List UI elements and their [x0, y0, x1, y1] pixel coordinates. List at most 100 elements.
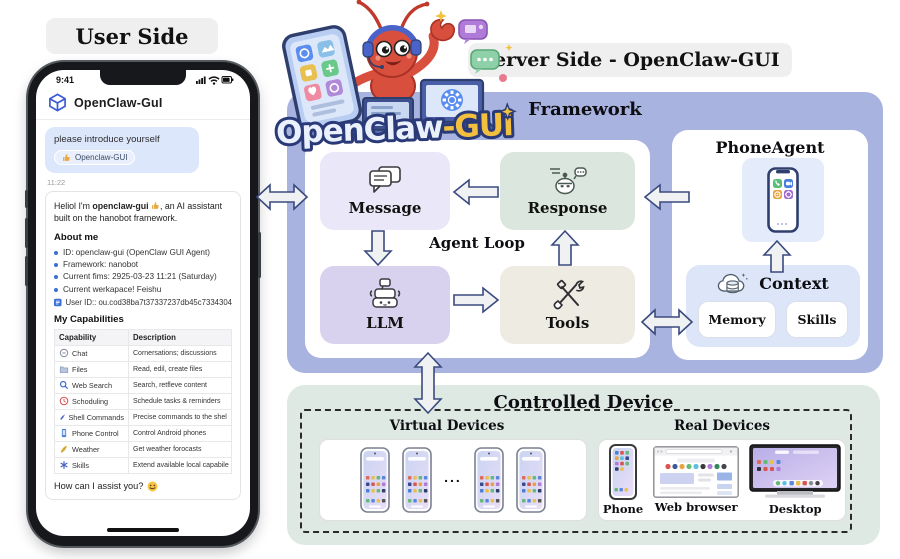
lobster-mascot-icon — [282, 0, 513, 139]
svg-text:OpenClaw-GUi: OpenClaw-GUi — [275, 107, 513, 151]
smiley-icon — [147, 481, 158, 492]
context-header: Context — [686, 270, 860, 297]
virtual-phone — [360, 447, 390, 513]
thumbs-up-icon — [152, 202, 159, 209]
user-message-bubble: please introduce yourself Openclaw-GUI — [45, 127, 199, 173]
context-box: Context Memory Skills — [686, 265, 860, 347]
arrow-phone-framework — [255, 183, 309, 211]
brand-wordmark: OpenClaw-GUi — [271, 100, 525, 157]
asterisk-icon — [60, 461, 68, 470]
cube-icon — [49, 93, 66, 112]
framework-panel: Framework Message — [287, 92, 883, 373]
assistant-message-card: Heliol I'm openclaw-gui , an AI assistan… — [45, 191, 241, 500]
wordmark-star-icon — [498, 102, 517, 121]
status-icons — [196, 76, 234, 85]
memory-box: Memory — [698, 301, 776, 338]
magnifier-icon — [59, 381, 69, 390]
server-side-label: Server Side - OpenClaw-GUI — [468, 43, 792, 77]
controlled-device-title: Controlled Device — [493, 392, 674, 413]
clock-icon — [59, 397, 69, 406]
message-box: Message — [320, 152, 450, 230]
col-description: Description — [128, 328, 232, 346]
phone-agent-title: PhoneAgent — [715, 138, 825, 157]
real-device-phone: Phone — [603, 444, 643, 516]
context-title: Context — [759, 274, 829, 293]
table-header-row: Capability Description — [54, 328, 232, 346]
robot-icon — [369, 278, 401, 308]
bullet-icon — [54, 250, 58, 255]
about-heading: About me — [54, 231, 99, 243]
capabilities-heading: My Capabilities — [54, 313, 124, 325]
chat-area: please introduce yourself Openclaw-GUI 1… — [36, 120, 250, 500]
framework-title: Framework — [528, 99, 642, 120]
real-devices-label: Real Devices — [673, 418, 771, 434]
user-id-row: User ID:: ou.cod38ba7t37337237db45c73343… — [54, 298, 232, 307]
chat-bubbles-icon — [369, 166, 401, 193]
arrow-tools-to-response — [550, 229, 580, 266]
doc-app-icon — [54, 298, 62, 307]
bullet-icon — [54, 262, 58, 267]
real-devices-box: Phone Web browser Desktop — [598, 439, 846, 521]
virtual-phone — [474, 447, 504, 513]
arrow-response-to-message — [452, 178, 499, 206]
chat-timestamp: 11:22 — [47, 178, 66, 187]
real-device-desktop: Desktop — [749, 444, 841, 516]
app-header: OpenClaw-GuI — [36, 87, 250, 120]
user-message-text: please introduce yourself — [54, 134, 160, 145]
battery-icon — [221, 76, 234, 84]
ellipsis: ... — [444, 469, 462, 485]
desktop-illustration — [749, 444, 841, 500]
phone-agent-box: PhoneAgent — [672, 130, 868, 360]
about-item: ID: openclaw-gui (OpenClaw GUI Agent) — [54, 247, 232, 259]
phone-notch — [100, 70, 186, 85]
greeting-agent-name: openclaw-gui — [92, 201, 149, 211]
greeting-suffix: , an AI assistant built on the hanobot f… — [54, 201, 223, 224]
about-list: ID: openclaw-gui (OpenClaw GUI Agent) Fr… — [54, 247, 232, 296]
skills-box: Skills — [786, 301, 848, 338]
phone-mute-switch — [25, 190, 28, 208]
robot-speech-icon — [549, 167, 587, 195]
assistant-greeting: Heliol I'm openclaw-gui , an AI assistan… — [54, 200, 232, 225]
arrow-phoneagent-to-framework — [643, 183, 690, 211]
wrench-screwdriver-icon — [553, 279, 585, 310]
arrow-tools-context — [640, 308, 694, 336]
col-capability: Capability — [54, 328, 129, 346]
phone-power-button — [258, 232, 261, 278]
user-side-label-text: User Side — [75, 23, 189, 49]
about-item: Current werkapace! Feishu — [54, 284, 232, 296]
agent-phone-illustration — [742, 158, 824, 242]
virtual-phone — [516, 447, 546, 513]
wordmark-left: OpenClaw — [275, 109, 443, 151]
chat-bubble-icon — [470, 49, 500, 74]
app-title: OpenClaw-GuI — [74, 95, 163, 110]
phone-volume-down-button — [25, 256, 28, 286]
status-time: 9:41 — [56, 75, 75, 85]
cloud-database-icon — [717, 273, 748, 294]
virtual-devices-box: ... — [319, 439, 587, 521]
thumbs-up-icon — [63, 154, 70, 161]
web-browser-illustration — [653, 446, 739, 498]
phone-screen: 9:41 OpenClaw-GuI please introduce yours… — [36, 70, 250, 536]
user-id-text: User ID:: ou.cod38ba7t37337237db45c73343… — [65, 297, 232, 307]
user-side-label: User Side — [46, 18, 218, 54]
status-bar: 9:41 — [36, 70, 250, 87]
virtual-phone — [402, 447, 432, 513]
closing-line: How can I assist you? — [54, 481, 232, 492]
arrow-framework-device — [413, 351, 443, 415]
chat-circle-icon — [59, 349, 69, 358]
about-item: Current fims: 2925-03-23 11:21 (Saturday… — [54, 271, 232, 283]
agent-loop-box: Message Response — [305, 140, 650, 358]
image-bubble-icon — [458, 19, 488, 44]
bullet-icon — [54, 287, 58, 292]
tools-box: Tools — [500, 266, 635, 344]
reaction-label: Openclaw-GUI — [75, 153, 128, 162]
home-indicator — [107, 528, 179, 532]
